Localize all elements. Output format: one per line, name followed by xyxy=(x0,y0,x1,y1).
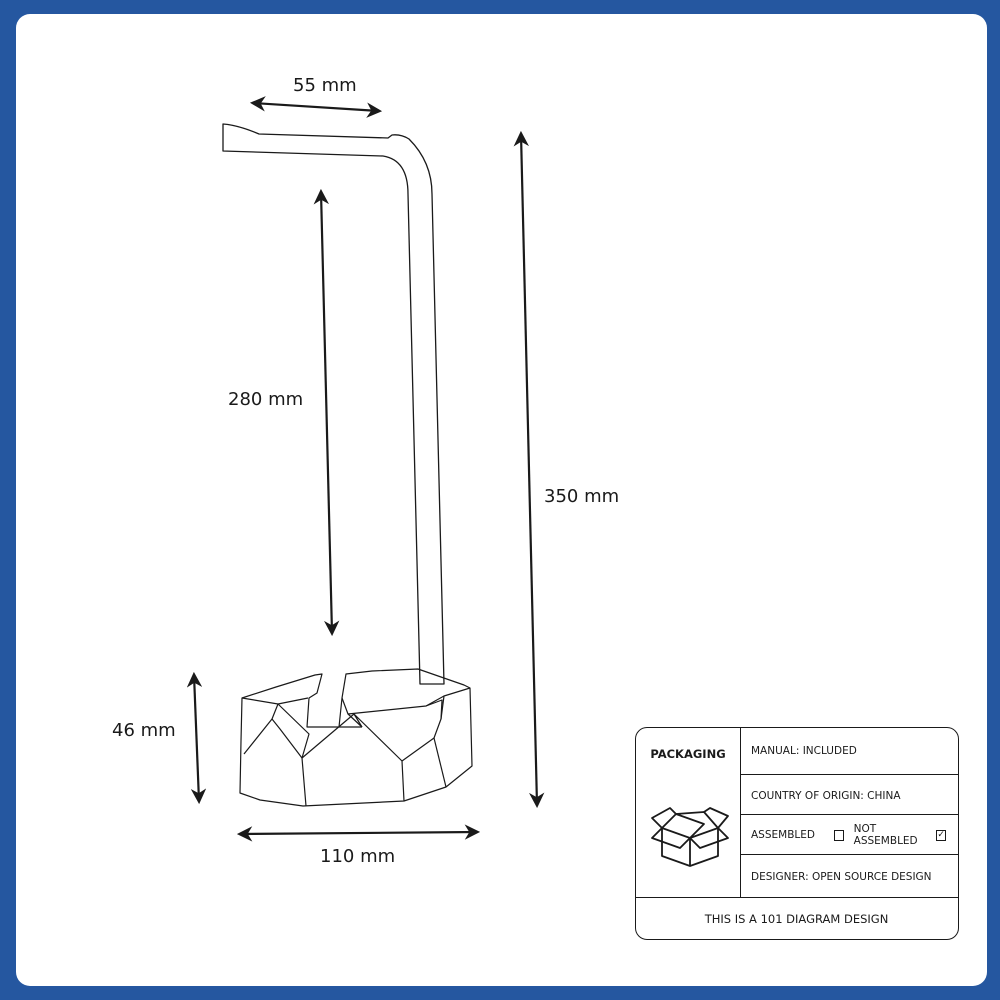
label-base-width: 110 mm xyxy=(320,846,396,867)
origin-info: COUNTRY OF ORIGIN: CHINA xyxy=(751,790,901,802)
arrow-top-width xyxy=(249,96,383,118)
label-base-height: 46 mm xyxy=(112,720,176,741)
stand-arm xyxy=(222,123,445,685)
stand-base xyxy=(239,668,473,807)
product-drawing xyxy=(186,96,545,842)
open-box-icon xyxy=(650,792,730,872)
packaging-title: PACKAGING xyxy=(650,747,726,761)
assembled-checkbox[interactable] xyxy=(833,829,844,841)
label-arm-height: 280 mm xyxy=(228,389,304,410)
footer-note: THIS IS A 101 DIAGRAM DESIGN xyxy=(704,912,889,926)
dimension-arrows xyxy=(186,96,545,842)
label-total-height: 350 mm xyxy=(544,486,620,507)
arrow-base-width xyxy=(236,824,481,842)
not-assembled-checkbox[interactable]: ✓ xyxy=(936,829,946,841)
label-top-width: 55 mm xyxy=(293,75,357,96)
assembled-label: ASSEMBLED xyxy=(751,829,815,841)
designer-info: DESIGNER: OPEN SOURCE DESIGN xyxy=(751,870,932,883)
manual-info: MANUAL: INCLUDED xyxy=(751,745,857,757)
packaging-info-box: PACKAGING MANUAL: INCLUDED COUNTRY OF OR… xyxy=(635,727,959,940)
not-assembled-label: NOT ASSEMBLED xyxy=(853,823,918,847)
arrow-total-height xyxy=(513,130,545,809)
arrow-base-height xyxy=(186,671,207,805)
arrow-arm-height xyxy=(313,188,340,637)
assembly-row: ASSEMBLED NOT ASSEMBLED ✓ xyxy=(751,816,956,854)
diagram-card: 55 mm 280 mm 350 mm 46 mm 110 mm PACKAGI… xyxy=(16,14,987,986)
